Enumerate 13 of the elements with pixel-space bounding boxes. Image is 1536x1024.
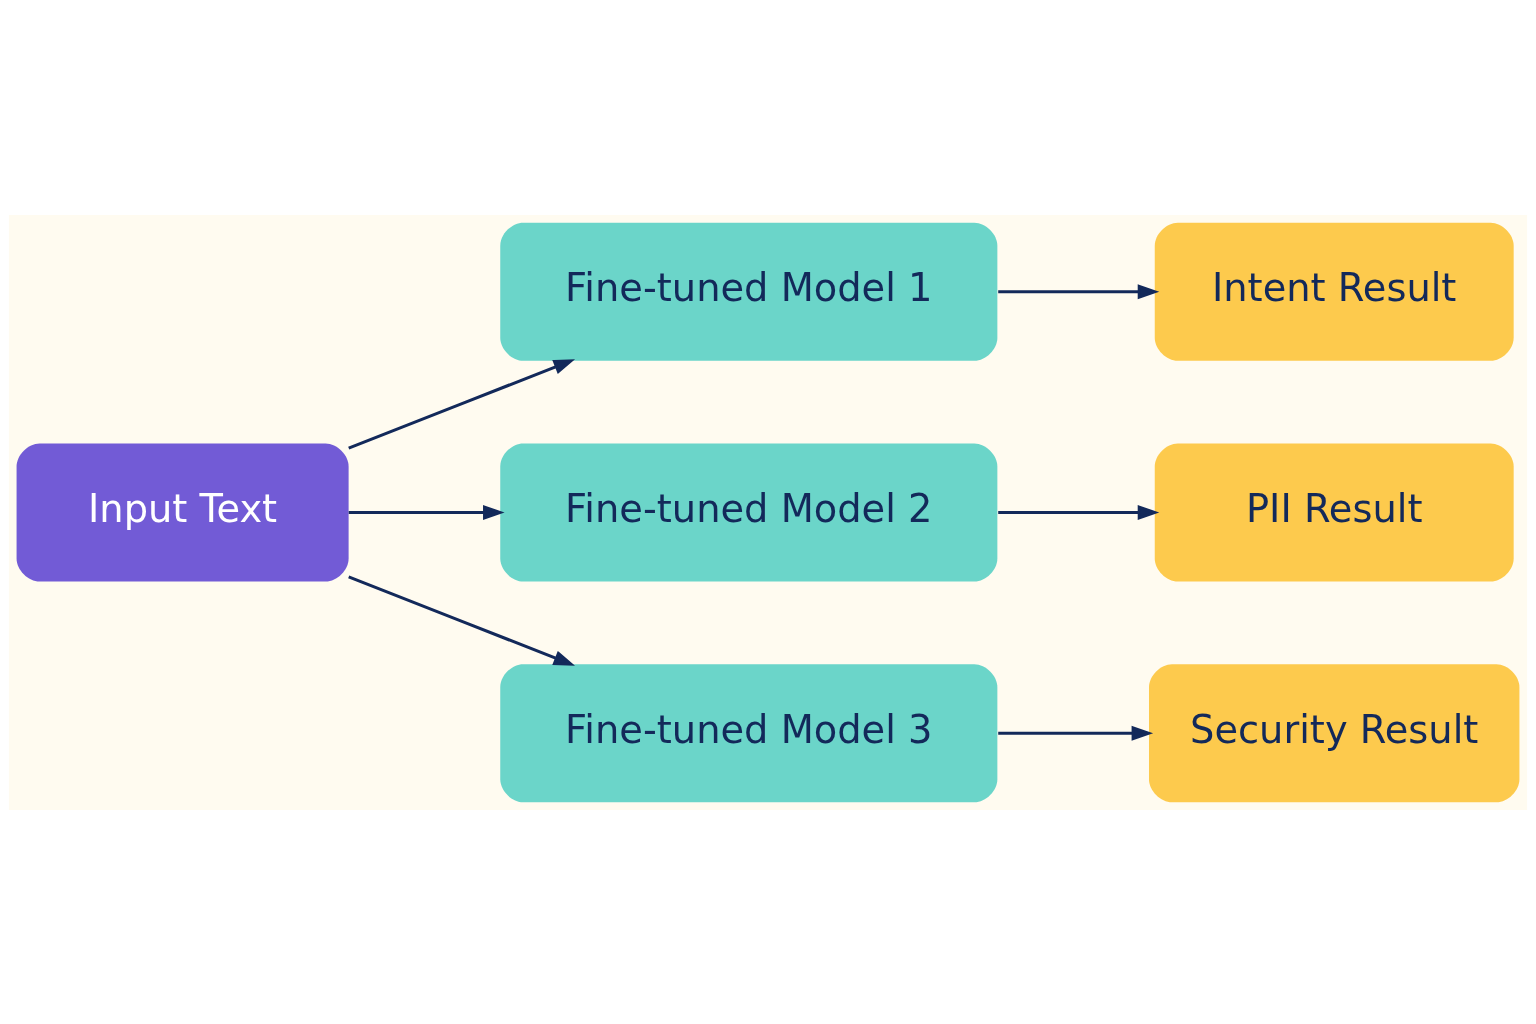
arrow bbox=[998, 725, 1154, 741]
node-box: Input Text bbox=[16, 442, 349, 582]
arrow bbox=[348, 575, 576, 666]
node-box: Fine-tuned Model 1 bbox=[500, 222, 998, 361]
arrow bbox=[348, 504, 505, 520]
arrow bbox=[998, 283, 1160, 299]
arrow bbox=[348, 358, 576, 449]
node-box: Security Result bbox=[1149, 663, 1520, 802]
node-box: Intent Result bbox=[1154, 222, 1514, 361]
node-box: Fine-tuned Model 3 bbox=[500, 663, 998, 802]
node-box: Fine-tuned Model 2 bbox=[500, 442, 998, 582]
arrow bbox=[998, 504, 1160, 520]
node-box: PII Result bbox=[1154, 442, 1514, 582]
